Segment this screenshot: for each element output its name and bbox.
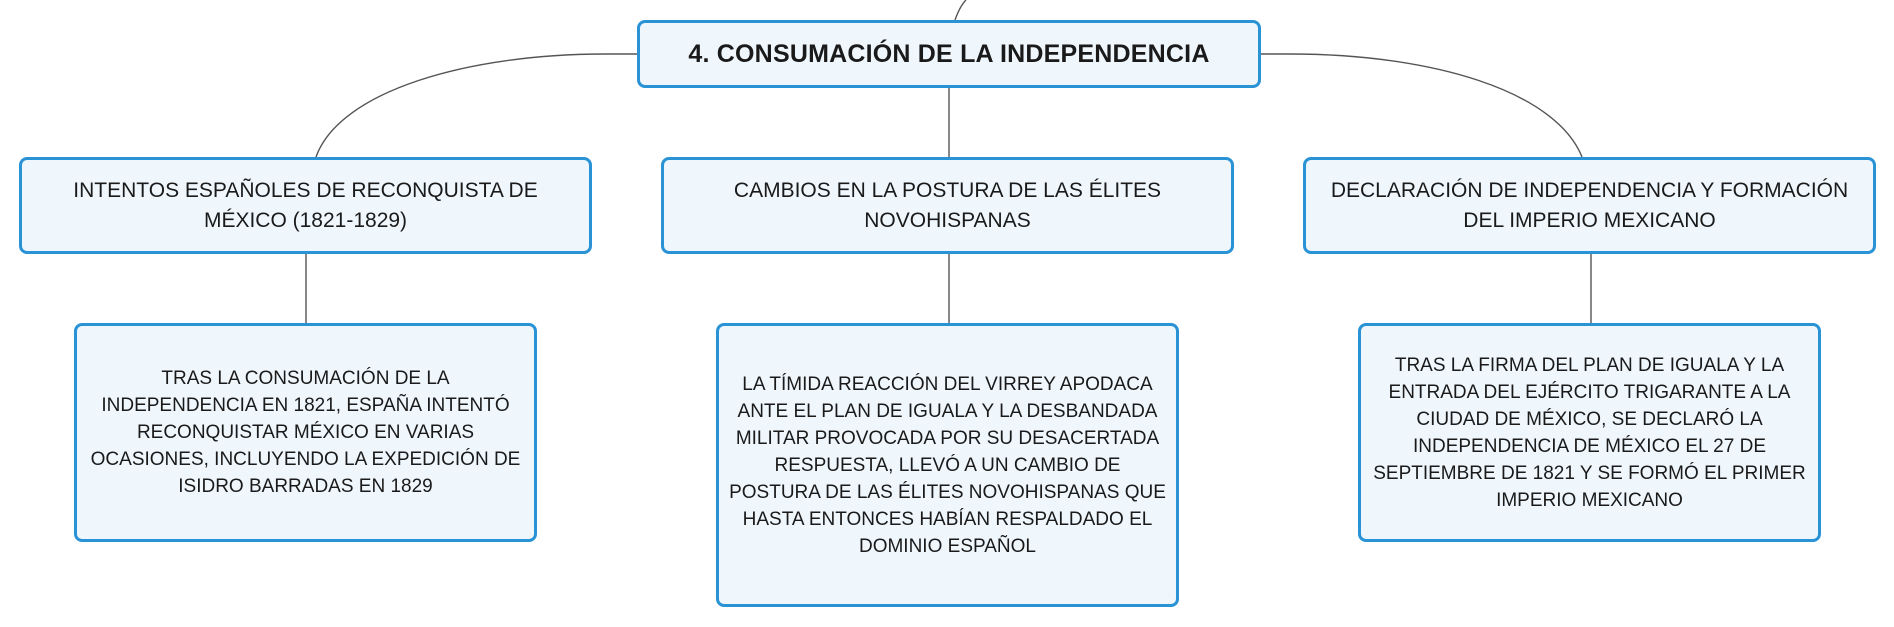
- detail-text: TRAS LA FIRMA DEL PLAN DE IGUALA Y LA EN…: [1373, 354, 1806, 511]
- detail-independence-declaration[interactable]: TRAS LA FIRMA DEL PLAN DE IGUALA Y LA EN…: [1358, 323, 1821, 542]
- topic-elite-posture-change[interactable]: CAMBIOS EN LA POSTURA DE LAS ÉLITES NOVO…: [661, 157, 1234, 254]
- connector-root-right: [1261, 53, 1583, 158]
- parent-connector: [954, 0, 967, 21]
- detail-text: LA TÍMIDA REACCIÓN DEL VIRREY APODACA AN…: [729, 373, 1166, 557]
- topic-label: CAMBIOS EN LA POSTURA DE LAS ÉLITES NOVO…: [733, 178, 1162, 232]
- root-topic[interactable]: 4. CONSUMACIÓN DE LA INDEPENDENCIA: [637, 20, 1261, 88]
- topic-label: INTENTOS ESPAÑOLES DE RECONQUISTA DE MÉX…: [73, 178, 538, 232]
- detail-spanish-reconquest[interactable]: TRAS LA CONSUMACIÓN DE LA INDEPENDENCIA …: [74, 323, 537, 542]
- topic-spanish-reconquest[interactable]: INTENTOS ESPAÑOLES DE RECONQUISTA DE MÉX…: [19, 157, 592, 254]
- connector-root-left: [315, 53, 637, 158]
- root-topic-label: 4. CONSUMACIÓN DE LA INDEPENDENCIA: [688, 39, 1210, 68]
- topic-independence-declaration[interactable]: DECLARACIÓN DE INDEPENDENCIA Y FORMACIÓN…: [1303, 157, 1876, 254]
- detail-elite-posture-change[interactable]: LA TÍMIDA REACCIÓN DEL VIRREY APODACA AN…: [716, 323, 1179, 607]
- topic-label: DECLARACIÓN DE INDEPENDENCIA Y FORMACIÓN…: [1330, 178, 1849, 232]
- detail-text: TRAS LA CONSUMACIÓN DE LA INDEPENDENCIA …: [90, 368, 521, 497]
